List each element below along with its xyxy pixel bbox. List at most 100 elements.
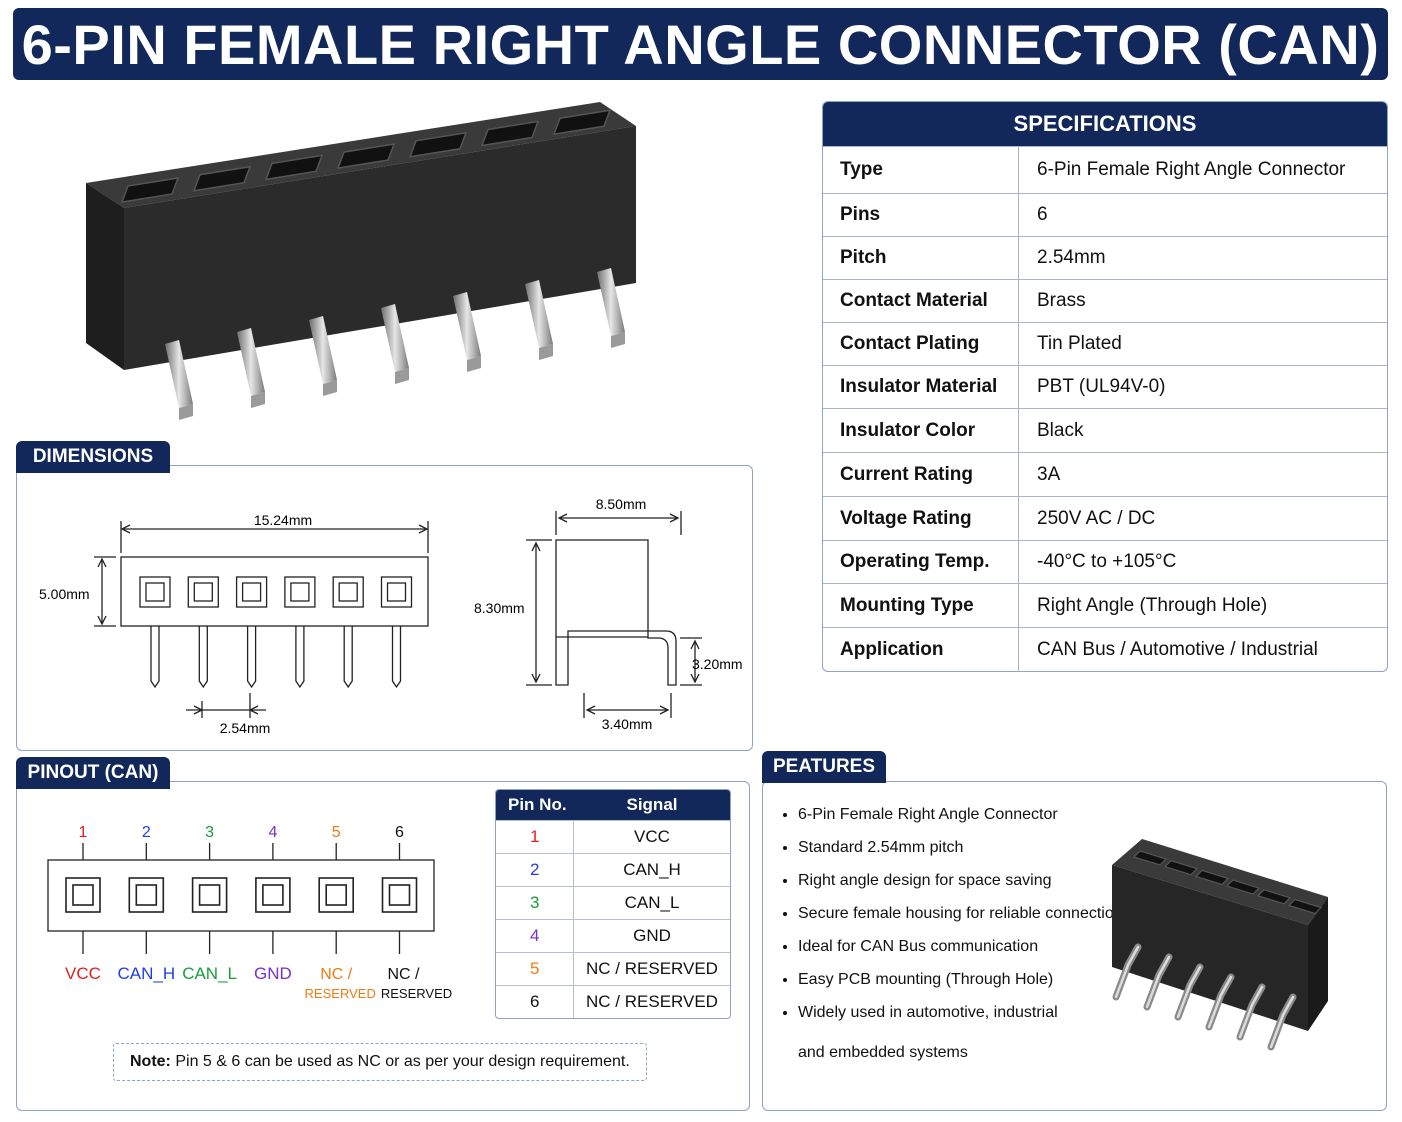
- pin-number-label: 4: [268, 824, 277, 841]
- pin: [165, 340, 193, 420]
- pin-number-cell: 4: [496, 920, 574, 952]
- features-tab: PEATURES: [762, 751, 886, 783]
- pin-number-label: 5: [332, 824, 341, 841]
- spec-row: Application CAN Bus / Automotive / Indust…: [823, 627, 1387, 671]
- pin: [309, 316, 337, 396]
- pin-signal-sublabel: RESERVED: [305, 986, 376, 1001]
- hole: [1132, 850, 1168, 866]
- pin: [1205, 973, 1235, 1031]
- pin-signal-label: CAN_H: [117, 964, 175, 983]
- hole: [336, 143, 396, 170]
- dimension-drawing: 15.24mm 5.00mm 2.54mm 8.50mm 8.30mm 3.20…: [39, 496, 743, 736]
- features-panel: [762, 781, 1387, 1111]
- spec-key: Operating Temp.: [823, 541, 1019, 583]
- pin-number-label: 6: [395, 824, 404, 841]
- hole: [1163, 860, 1199, 876]
- pin-number-cell: 1: [496, 821, 574, 853]
- pin-leg: [391, 626, 402, 689]
- pin-number-cell: 3: [496, 887, 574, 919]
- feature-item: Standard 2.54mm pitch: [798, 839, 1138, 857]
- pin-signal-label: NC /: [388, 966, 421, 983]
- pin-signal-cell: GND: [633, 926, 671, 945]
- pin-leg: [343, 626, 353, 689]
- spec-value: 250V AC / DC: [1037, 507, 1156, 529]
- dim-pin-height-label: 3.20mm: [692, 656, 743, 672]
- pin-signal-label: GND: [254, 964, 292, 983]
- spec-value: Tin Plated: [1037, 333, 1122, 354]
- hole: [1287, 898, 1323, 915]
- pin: [1143, 953, 1173, 1011]
- feature-item: Secure female housing for reliable conne…: [798, 905, 1138, 923]
- pin-leg: [295, 626, 305, 689]
- note-text: Pin 5 & 6 can be used as NC or as per yo…: [170, 1053, 630, 1070]
- pin-number-label: 1: [79, 824, 88, 841]
- hole: [552, 109, 612, 136]
- dim-height-label: 5.00mm: [39, 586, 90, 602]
- pin-table-row: 4 GND: [496, 919, 730, 952]
- feature-item: Right angle design for space saving: [798, 872, 1138, 890]
- note-label: Note:: [130, 1053, 171, 1070]
- hole: [192, 165, 252, 192]
- spec-value: 2.54mm: [1037, 247, 1106, 268]
- pin-socket: [187, 576, 219, 608]
- pin: [237, 328, 265, 408]
- spec-key: Insulator Color: [823, 409, 1019, 452]
- pin-no-header: Pin No.: [508, 795, 567, 814]
- pin: [1174, 963, 1204, 1021]
- pin: [1267, 993, 1297, 1051]
- spec-key: Pitch: [823, 237, 1019, 279]
- pin-socket: [235, 576, 268, 608]
- dim-side-width-label: 8.50mm: [596, 496, 647, 512]
- pin-socket: [380, 576, 413, 608]
- dim-side-height-label: 8.30mm: [474, 600, 525, 616]
- spec-key: Mounting Type: [823, 584, 1019, 627]
- spec-key: Application: [823, 628, 1019, 671]
- spec-value: -40°C to +105°C: [1037, 551, 1177, 572]
- spec-row: Operating Temp. -40°C to +105°C: [823, 540, 1387, 583]
- pin: [525, 280, 553, 360]
- pin-signal-cell: CAN_H: [623, 860, 681, 879]
- pin: [453, 292, 481, 372]
- hole: [1256, 889, 1292, 905]
- spec-row: Voltage Rating 250V AC / DC: [823, 496, 1387, 540]
- spec-key: Current Rating: [823, 453, 1019, 496]
- pin-socket: [284, 576, 316, 608]
- pinout-pin: 5NC /RESERVED: [305, 824, 376, 1001]
- feature-item: Widely used in automotive, industrial: [798, 1004, 1138, 1022]
- spec-row: Pitch 2.54mm: [823, 236, 1387, 279]
- pin-number-cell: 5: [496, 953, 574, 985]
- spec-value: CAN Bus / Automotive / Industrial: [1037, 638, 1318, 660]
- hole: [264, 154, 324, 181]
- spec-value: Brass: [1037, 290, 1086, 311]
- features-continuation: and embedded systems: [798, 1044, 968, 1061]
- pin-leg: [246, 626, 257, 689]
- pin-number-cell: 6: [496, 986, 574, 1018]
- pin-socket: [139, 576, 171, 608]
- pin-leg: [150, 626, 160, 689]
- feature-item: Easy PCB mounting (Through Hole): [798, 971, 1138, 989]
- pinout-note: Note: Pin 5 & 6 can be used as NC or as …: [113, 1043, 647, 1081]
- hole: [408, 131, 468, 158]
- pin: [597, 268, 625, 348]
- pin-number-cell: 2: [496, 854, 574, 886]
- pin-number-label: 2: [142, 824, 151, 841]
- spec-key: Pins: [823, 194, 1019, 236]
- spec-key: Voltage Rating: [823, 497, 1019, 540]
- pin-table-row: 2 CAN_H: [496, 853, 730, 886]
- pin-signal-cell: CAN_L: [624, 893, 680, 912]
- pin-table-row: 6 NC / RESERVED: [496, 985, 730, 1018]
- dim-pitch-label: 2.54mm: [220, 720, 271, 736]
- pin-signal-cell: VCC: [634, 827, 670, 846]
- spec-value: 3A: [1037, 463, 1061, 485]
- pin-signal-cell: NC / RESERVED: [586, 992, 718, 1011]
